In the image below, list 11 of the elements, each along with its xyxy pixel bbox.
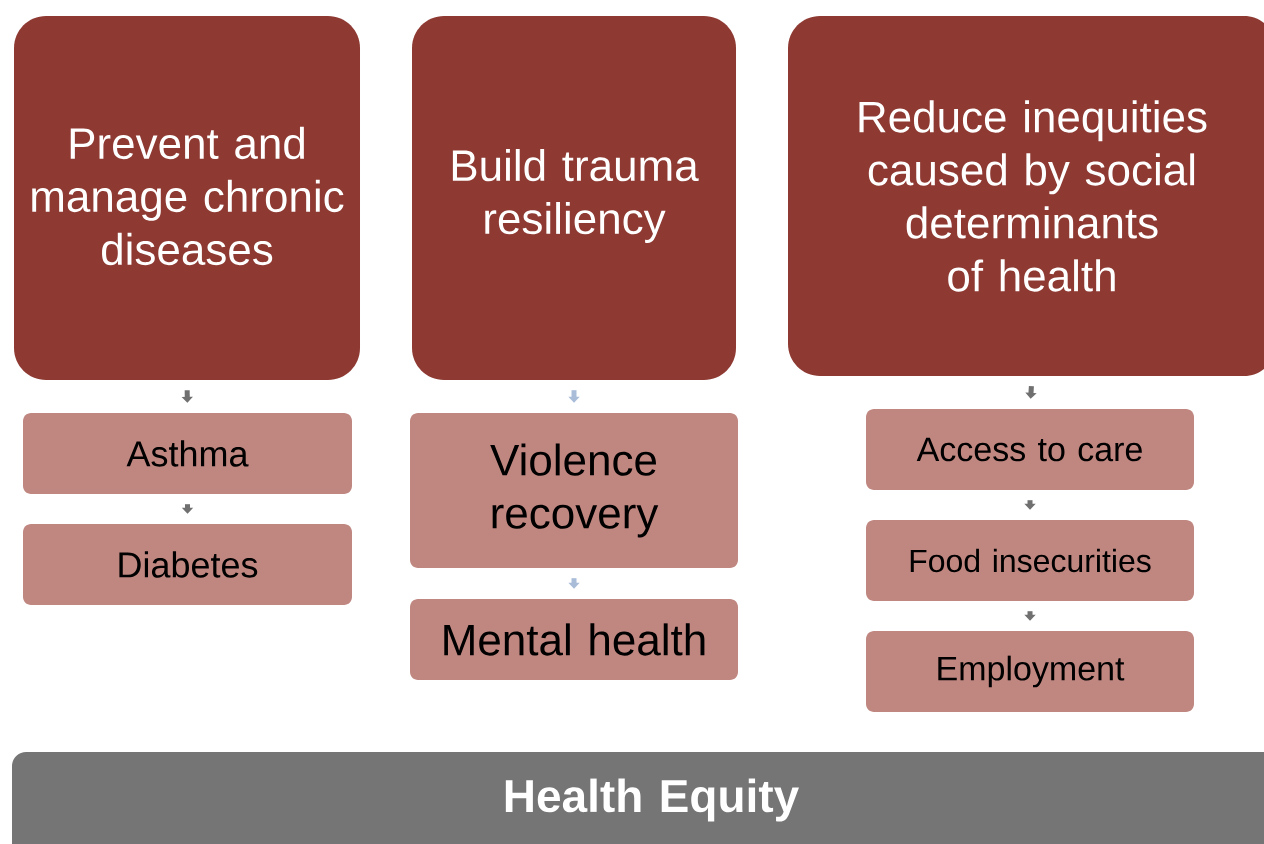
base-bar: Health Equity [12,752,1264,844]
item-box: Employment [866,631,1194,712]
top-box: Build trauma resiliency [412,16,736,380]
top-box: Prevent and manage chronic diseases [14,16,360,380]
item-box: Food insecurities [866,520,1194,601]
item-box: Mental health [410,599,738,680]
item-box: Access to care [866,409,1194,490]
item-box: Asthma [23,413,352,494]
item-box: Violence recovery [410,413,738,568]
item-box: Diabetes [23,524,352,605]
top-box: Reduce inequities caused by social determinants of health [788,16,1264,376]
